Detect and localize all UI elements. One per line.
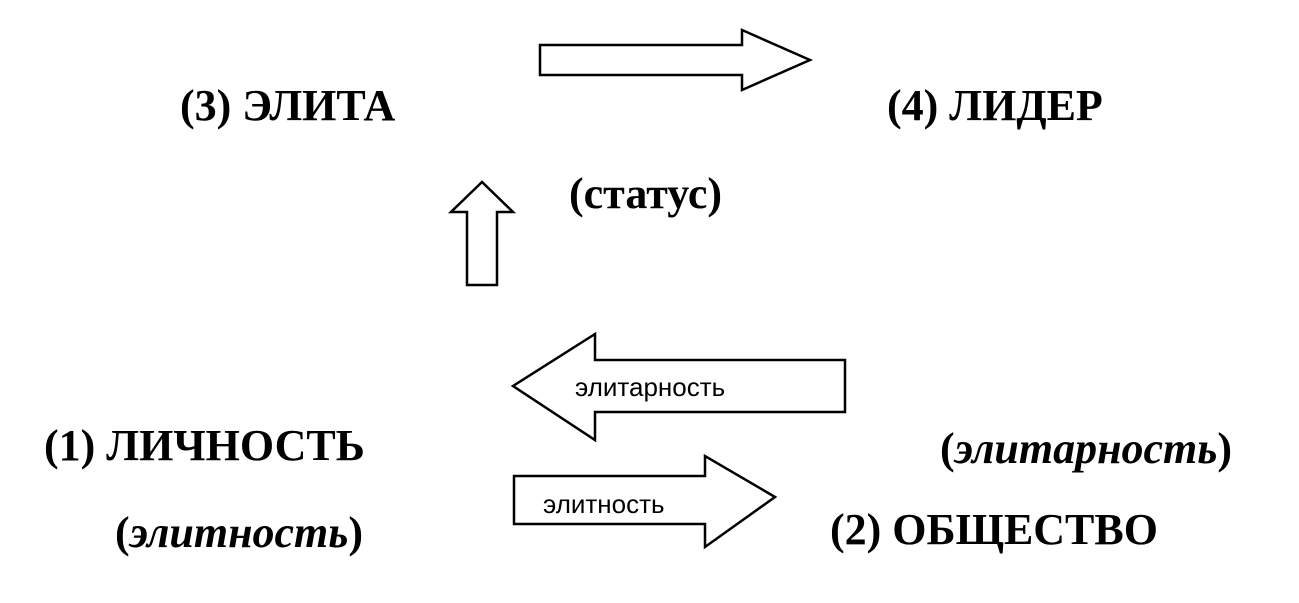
arrow-label-elitnost: элитность bbox=[543, 489, 665, 519]
arrow-society-to-personality bbox=[510, 331, 847, 443]
elitarnost-word: элитарность bbox=[954, 424, 1218, 473]
paren-open: ( bbox=[940, 424, 955, 473]
arrow-personality-to-society bbox=[512, 453, 778, 550]
node-elite: (3) ЭЛИТА bbox=[180, 81, 396, 130]
node-status: (статус) bbox=[569, 169, 723, 218]
node-elitarnost: (элитарность) bbox=[940, 427, 1232, 471]
arrow-label-elitarnost: элитарность bbox=[575, 372, 725, 402]
paren-close: ) bbox=[348, 508, 364, 557]
arrow-personality-to-elite bbox=[447, 180, 517, 287]
node-elitnost: (элитность) bbox=[115, 511, 363, 555]
paren-close: ) bbox=[1217, 424, 1233, 473]
node-society: (2) ОБЩЕСТВО bbox=[830, 505, 1158, 554]
node-personality: (1) ЛИЧНОСТЬ bbox=[44, 421, 365, 470]
arrow-elite-to-leader bbox=[538, 28, 814, 92]
node-leader: (4) ЛИДЕР bbox=[887, 81, 1103, 130]
paren-open: ( bbox=[115, 508, 130, 557]
elitnost-word: элитность bbox=[129, 508, 349, 557]
